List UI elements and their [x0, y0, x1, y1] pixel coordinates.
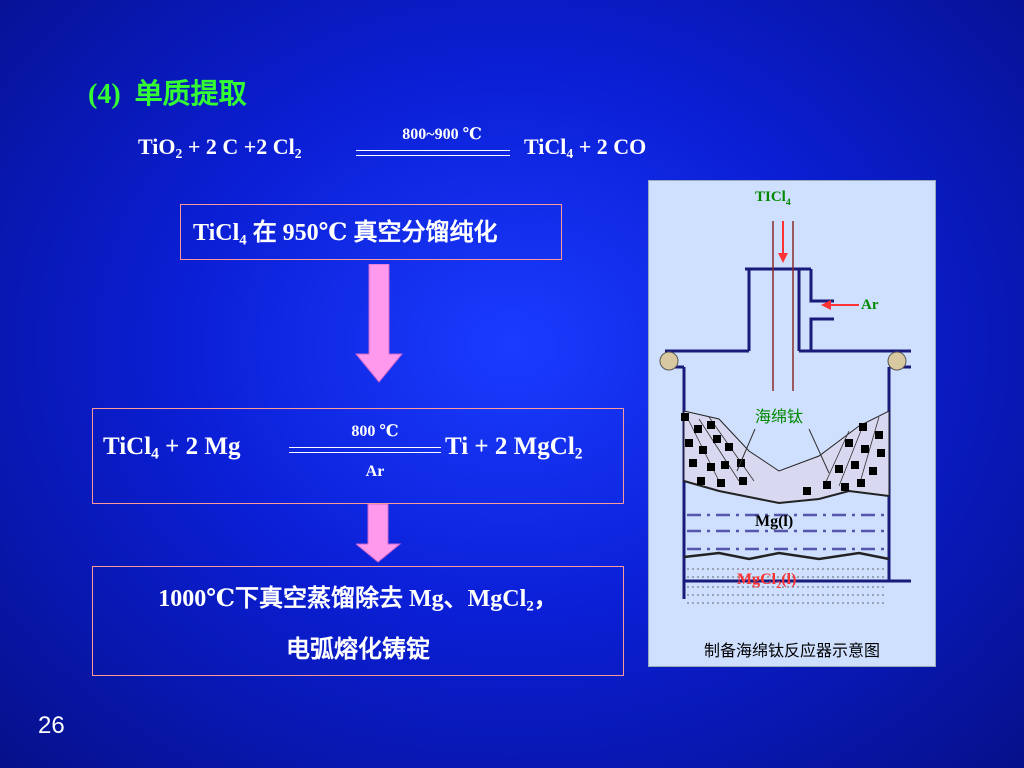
step3-line1-suffix: ，	[533, 586, 558, 612]
label-ar: Ar	[861, 297, 879, 313]
step3-line1-prefix: 1000℃下真空蒸馏除去 Mg、MgCl	[158, 586, 527, 612]
label-mgcl2-text: MgCl	[737, 571, 777, 588]
eq2-p-a-sub: 2	[574, 445, 583, 463]
equation-1-equals	[356, 150, 510, 156]
equation-2-condition-bottom: Ar	[365, 463, 385, 480]
page-number: 26	[38, 712, 65, 739]
equation-1-condition: 800~900 ℃	[402, 126, 482, 143]
eq2-r-a: TiCl	[103, 433, 152, 460]
equation-2-equals	[289, 447, 441, 453]
label-ticl4: TICl4	[755, 189, 791, 208]
eq2-p-a: Ti + 2 MgCl	[445, 433, 575, 460]
label-mgcl2-suffix: (l)	[781, 571, 797, 588]
label-mgcl2-sub: 2	[776, 580, 782, 592]
down-arrow-icon-2	[356, 504, 402, 563]
step3-line1-sub: 2	[526, 598, 534, 615]
reactor-drawing	[659, 221, 911, 604]
eq1-r-b-sub: 2	[294, 146, 302, 162]
step1-text: 在 950℃ 真空分馏纯化	[246, 220, 498, 246]
eq1-p-a-sub: 4	[566, 146, 574, 162]
step-2-box: TiCl4 + 2 Mg 800 ℃ Ar Ti + 2 MgCl2	[92, 408, 624, 504]
eq2-r-b: + 2 Mg	[158, 433, 241, 460]
equation-1-reactants: TiO2 + 2 C +2 Cl2	[138, 134, 302, 162]
label-mg-liquid: Mg(l)	[755, 513, 794, 530]
eq1-p-a: TiCl	[524, 134, 567, 159]
equation-2-condition-top: 800 ℃	[351, 423, 399, 440]
label-ticl4-sub: 4	[785, 197, 791, 208]
equation-2-reactants: TiCl4 + 2 Mg	[103, 433, 241, 464]
equation-1-products: TiCl4 + 2 CO	[524, 134, 646, 162]
step-3-box: 1000℃下真空蒸馏除去 Mg、MgCl2， 电弧熔化铸锭	[92, 566, 624, 676]
step1-sub: 4	[239, 232, 247, 249]
label-sponge-titanium: 海绵钛	[755, 407, 804, 426]
diagram-caption: 制备海绵钛反应器示意图	[703, 641, 880, 660]
label-mgcl2-liquid: MgCl2(l)	[737, 571, 796, 591]
section-number: (4)	[88, 79, 121, 110]
label-ticl4-text: TICl	[755, 189, 786, 205]
eq1-r-a: TiO	[138, 134, 176, 159]
step3-line2: 电弧熔化铸锭	[286, 637, 430, 664]
step-1-box: TiCl4 在 950℃ 真空分馏纯化	[180, 204, 562, 260]
eq2-r-a-sub: 4	[151, 445, 159, 463]
eq1-r-a-sub: 2	[175, 146, 183, 162]
down-arrow-icon	[354, 264, 404, 383]
eq1-p-b: + 2 CO	[573, 134, 647, 159]
eq1-r-b: + 2 C +2 Cl	[182, 134, 295, 159]
reactor-diagram: TICl4 Ar 海绵钛 Mg(l) MgCl2(l) 制备海绵钛反应器示意图	[648, 180, 936, 667]
equation-2-products: Ti + 2 MgCl2	[445, 433, 583, 464]
step3-line1: 1000℃下真空蒸馏除去 Mg、MgCl2，	[93, 577, 623, 628]
section-title: (4) 单质提取	[88, 72, 247, 112]
section-title-text: 单质提取	[134, 79, 247, 110]
step1-prefix: TiCl	[193, 220, 240, 246]
